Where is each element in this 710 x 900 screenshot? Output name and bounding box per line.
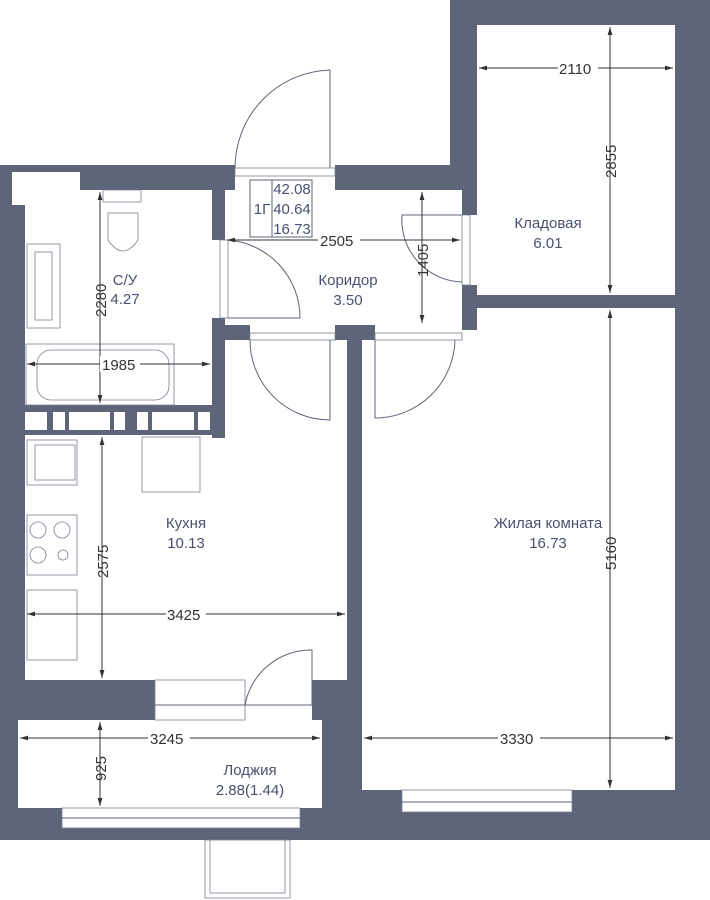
apartment-type: 1Г bbox=[254, 201, 270, 218]
living-room-area: 16.73 bbox=[529, 535, 567, 552]
storage-width: 2110 bbox=[559, 61, 591, 78]
bathroom-area: 4.27 bbox=[110, 291, 139, 308]
living-room-name: Жилая комната bbox=[494, 515, 603, 532]
kitchen-area: 10.13 bbox=[167, 535, 205, 552]
kitchen-name: Кухня bbox=[166, 515, 206, 532]
living-total-area: 40.64 bbox=[273, 201, 311, 218]
room-labels: С/У 4.27 Коридор 3.50 Кладовая 6.01 Кухн… bbox=[110, 215, 602, 799]
storage-name: Кладовая bbox=[514, 215, 581, 232]
corridor-height: 1405 bbox=[415, 244, 432, 277]
dimension-labels: 2110 2855 2505 1405 2280 1985 2575 3425 … bbox=[93, 60, 620, 781]
storage-area: 6.01 bbox=[533, 235, 562, 252]
corridor-name: Коридор bbox=[318, 272, 377, 289]
loggia-name: Лоджия bbox=[223, 762, 276, 779]
corridor-width: 2505 bbox=[320, 233, 353, 250]
corridor-area: 3.50 bbox=[333, 292, 362, 309]
kitchen-width: 3425 bbox=[167, 607, 200, 624]
living-width: 3330 bbox=[500, 731, 533, 748]
kitchen-height: 2575 bbox=[95, 545, 112, 578]
fridge bbox=[141, 436, 201, 493]
windows bbox=[61, 679, 573, 899]
vent-shaft bbox=[12, 172, 80, 205]
bath-height: 2280 bbox=[93, 284, 110, 317]
counter bbox=[26, 589, 78, 661]
bathroom-name: С/У bbox=[113, 272, 138, 289]
fixtures bbox=[25, 189, 201, 661]
storage-height: 2855 bbox=[603, 145, 620, 178]
doors bbox=[219, 69, 471, 706]
living-height: 5160 bbox=[603, 537, 620, 570]
plan-legend: 1Г 42.08 40.64 16.73 bbox=[249, 179, 313, 238]
loggia-width: 3245 bbox=[150, 731, 183, 748]
bath-width: 1985 bbox=[102, 357, 135, 374]
wall-openings bbox=[25, 412, 210, 430]
walls bbox=[0, 0, 710, 840]
toilet-bowl bbox=[107, 212, 139, 252]
living-area: 16.73 bbox=[273, 221, 311, 238]
loggia-area: 2.88(1.44) bbox=[216, 782, 284, 799]
loggia-height: 925 bbox=[93, 756, 110, 781]
toilet-tank bbox=[102, 189, 142, 203]
total-area: 42.08 bbox=[273, 181, 311, 198]
